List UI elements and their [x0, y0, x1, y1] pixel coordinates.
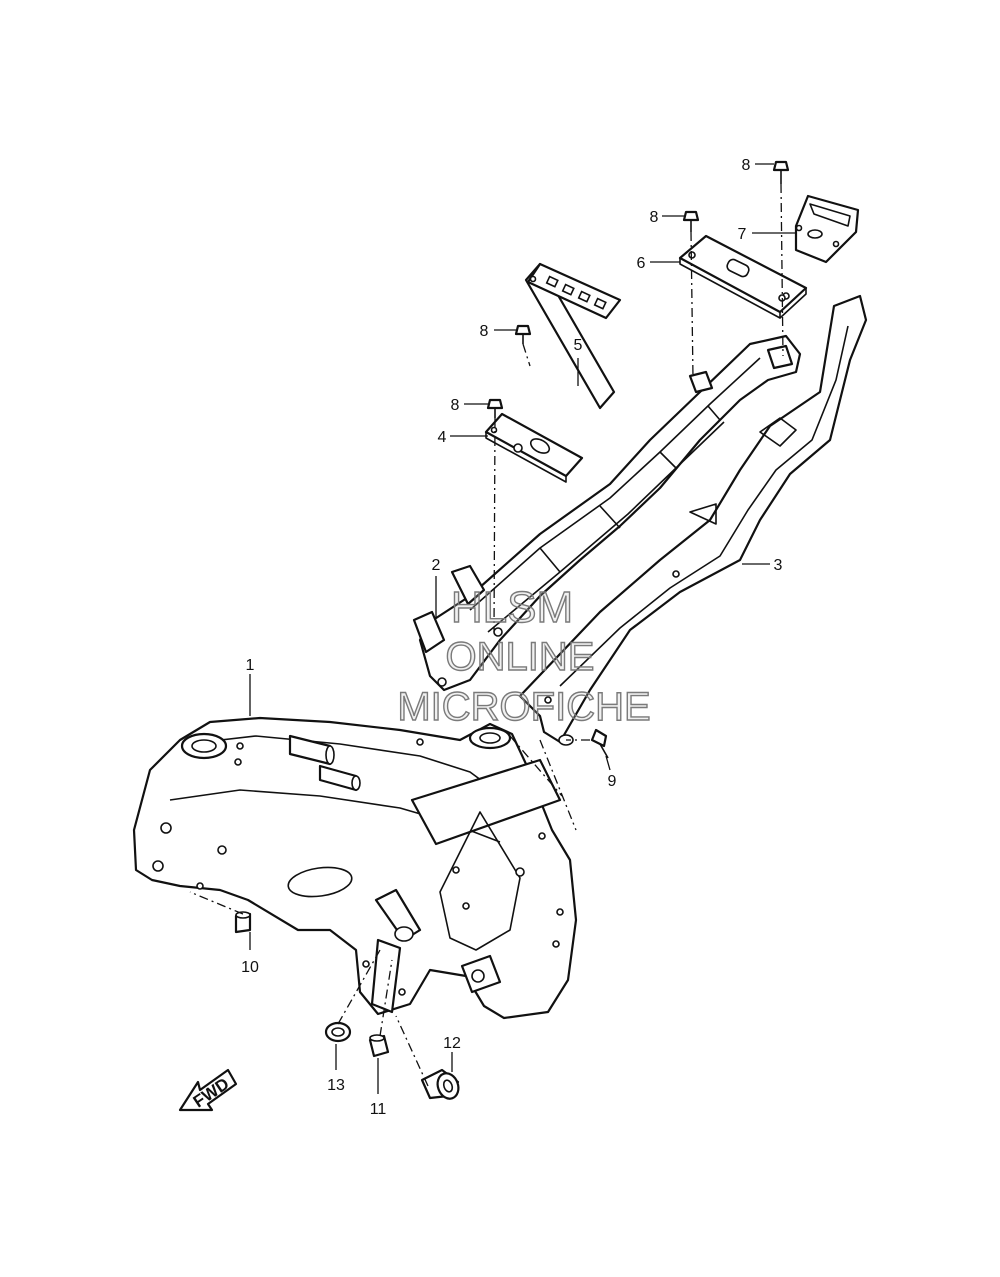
leader-lines [249, 163, 796, 1094]
callout-4: 4 [438, 429, 447, 446]
part-5-bracket[interactable] [524, 262, 622, 410]
watermark-line-2: ONLINE [446, 635, 595, 679]
forward-direction-arrow: FWD [178, 1068, 238, 1111]
callout-5: 5 [574, 337, 583, 354]
bolt-8-b[interactable] [682, 210, 700, 232]
watermark-line-1: HLSM [451, 583, 573, 632]
bolt-8-a[interactable] [772, 160, 790, 184]
nut-13[interactable] [324, 1021, 352, 1043]
bolt-8-c[interactable] [514, 324, 532, 344]
callout-13: 13 [327, 1077, 345, 1094]
callout-3: 3 [774, 557, 783, 574]
part-4-plate[interactable] [484, 412, 584, 483]
callout-12: 12 [443, 1035, 461, 1052]
part-1-main-frame[interactable] [132, 716, 578, 1020]
watermark-line-3: MICROFICHE [397, 685, 650, 729]
callout-9: 9 [608, 773, 617, 790]
callout-10: 10 [241, 959, 259, 976]
callout-7: 7 [738, 226, 747, 243]
callout-8-d: 8 [451, 397, 460, 414]
collar-10[interactable] [234, 911, 252, 934]
assembly-dash-lines [189, 183, 784, 1087]
part-6-plate[interactable] [678, 234, 808, 319]
bolt-8-d[interactable] [486, 398, 504, 418]
callout-8-c: 8 [480, 323, 489, 340]
callout-labels: 1 2 3 4 5 6 7 8 8 8 8 9 10 11 12 13 [241, 157, 782, 1118]
part-3-seat-rail[interactable] [518, 294, 868, 746]
part-7-bracket[interactable] [794, 194, 860, 264]
callout-2: 2 [432, 557, 441, 574]
callout-8-a: 8 [742, 157, 751, 174]
part-2-seat-rail[interactable] [412, 294, 802, 692]
callout-11: 11 [370, 1101, 387, 1118]
callout-1: 1 [246, 657, 255, 674]
watermark: HLSM ONLINE MICROFICHE [397, 582, 652, 729]
callout-6: 6 [637, 255, 646, 272]
plug-12[interactable] [420, 1068, 462, 1102]
callout-8-b: 8 [650, 209, 659, 226]
bolt-9[interactable] [590, 728, 609, 759]
bolt-11[interactable] [368, 1034, 390, 1058]
